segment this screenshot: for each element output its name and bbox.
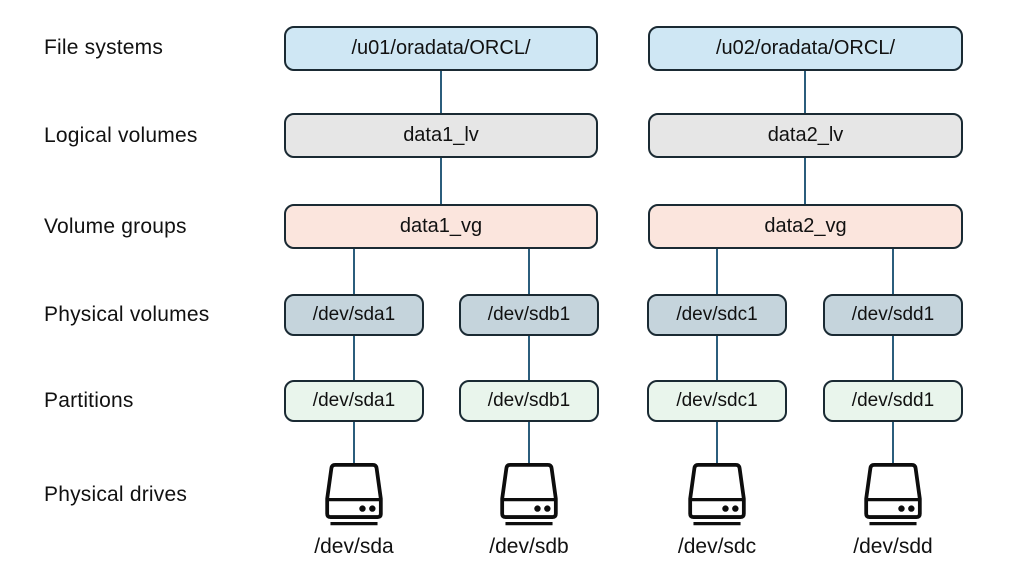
row-label-partitions: Partitions — [44, 389, 134, 412]
row-label-file-systems: File systems — [44, 36, 164, 59]
physical-volume-box: /dev/sdc1 — [647, 294, 787, 336]
connector-line — [716, 336, 718, 380]
partition-box: /dev/sdb1 — [459, 380, 599, 422]
connector-line — [353, 249, 355, 294]
connector-line — [440, 71, 442, 113]
connector-line — [528, 249, 530, 294]
row-label-volume-groups: Volume groups — [44, 215, 187, 238]
partition-box: /dev/sda1 — [284, 380, 424, 422]
logical-volume-box: data1_lv — [284, 113, 598, 158]
row-label-logical-volumes: Logical volumes — [44, 124, 198, 147]
logical-volume-box: data2_lv — [648, 113, 963, 158]
hard-drive-icon — [864, 462, 922, 526]
connector-line — [353, 336, 355, 380]
hard-drive-icon — [500, 462, 558, 526]
connector-line — [892, 249, 894, 294]
row-label-physical-volumes: Physical volumes — [44, 303, 210, 326]
volume-group-box: data1_vg — [284, 204, 598, 249]
connector-line — [353, 422, 355, 466]
row-label-physical-drives: Physical drives — [44, 483, 188, 506]
connector-line — [892, 422, 894, 466]
physical-volume-box: /dev/sda1 — [284, 294, 424, 336]
physical-volume-box: /dev/sdb1 — [459, 294, 599, 336]
connector-line — [804, 158, 806, 204]
connector-line — [892, 336, 894, 380]
drive-label: /dev/sda — [314, 535, 394, 558]
filesystem-box: /u01/oradata/ORCL/ — [284, 26, 598, 71]
connector-line — [804, 71, 806, 113]
connector-line — [716, 422, 718, 466]
drive-label: /dev/sdd — [853, 535, 933, 558]
drive-label: /dev/sdb — [489, 535, 569, 558]
hard-drive-icon — [325, 462, 383, 526]
partition-box: /dev/sdd1 — [823, 380, 963, 422]
connector-line — [440, 158, 442, 204]
connector-line — [528, 422, 530, 466]
filesystem-box: /u02/oradata/ORCL/ — [648, 26, 963, 71]
connector-line — [528, 336, 530, 380]
drive-label: /dev/sdc — [677, 535, 757, 558]
connector-line — [716, 249, 718, 294]
physical-volume-box: /dev/sdd1 — [823, 294, 963, 336]
hard-drive-icon — [688, 462, 746, 526]
partition-box: /dev/sdc1 — [647, 380, 787, 422]
volume-group-box: data2_vg — [648, 204, 963, 249]
